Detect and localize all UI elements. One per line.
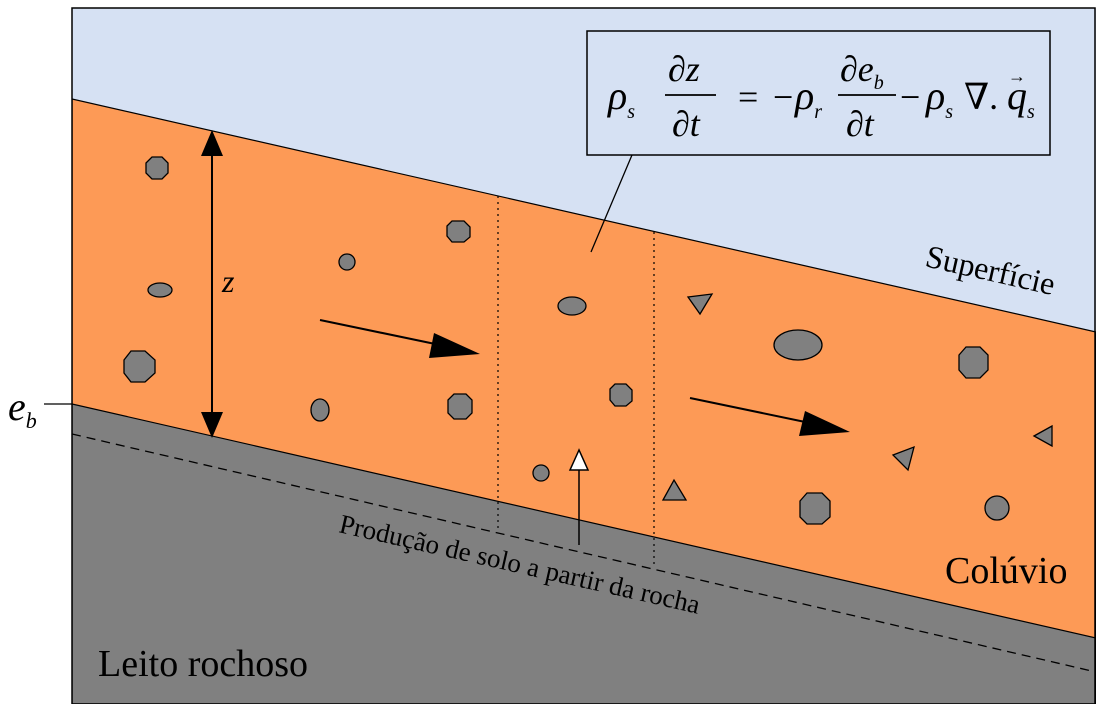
equation-box [586, 30, 1051, 156]
clast-ellipse [310, 398, 330, 422]
bedrock-label: Leito rochoso [98, 643, 308, 685]
eb-label: eb [8, 384, 37, 433]
eq-rho-s-2: ρs [924, 73, 953, 123]
clast-ellipse [147, 282, 173, 298]
bedrock-layer [72, 403, 1096, 704]
soil-production-arrow [568, 448, 590, 545]
clast-octagon [609, 383, 633, 407]
clast-triangle [661, 478, 688, 501]
eq-nabla: ∇. [964, 77, 998, 117]
eq-minus-2: − [900, 77, 920, 117]
clast-circle [338, 253, 356, 271]
thickness-label: z [221, 263, 235, 299]
clast-octagon [799, 492, 831, 525]
eq-minus-1: − [773, 77, 793, 117]
eq-equals: = [738, 77, 758, 117]
clast-circle [532, 464, 550, 482]
clasts [123, 156, 1053, 525]
colluvium-label: Colúvio [945, 550, 1067, 592]
weathering-front-dashed-line [72, 433, 1096, 673]
eq-dt: ∂t [672, 104, 701, 144]
clast-ellipse [557, 296, 587, 316]
clast-octagon [123, 350, 156, 383]
eq-dz: ∂z [668, 49, 700, 89]
clast-octagon [446, 220, 471, 243]
clast-triangle [1032, 424, 1053, 448]
eq-dt-2: ∂t [846, 104, 875, 144]
frame-border [71, 7, 1096, 704]
clast-octagon [145, 156, 169, 180]
eq-q: qs [1007, 73, 1035, 123]
clast-ellipse [773, 329, 823, 361]
clast-triangle [891, 445, 915, 472]
clast-triangle [686, 293, 714, 316]
eq-rho-s: ρs [606, 73, 635, 123]
eq-rho-r: ρr [793, 73, 822, 123]
clast-octagon [447, 393, 473, 420]
clast-circle [984, 495, 1010, 521]
downslope-flux-arrow [319, 319, 480, 358]
clast-octagon [958, 346, 989, 379]
eq-q-arrow: → [1008, 66, 1026, 86]
mass-balance-equation: ρs ∂z ∂t = − ρr ∂eb ∂t − ρs ∇. → qs [606, 49, 1035, 144]
downslope-flux-arrow [689, 397, 850, 436]
eq-deb: ∂eb [840, 49, 884, 94]
equation-leader-line [590, 154, 633, 253]
thickness-arrow [201, 130, 223, 438]
